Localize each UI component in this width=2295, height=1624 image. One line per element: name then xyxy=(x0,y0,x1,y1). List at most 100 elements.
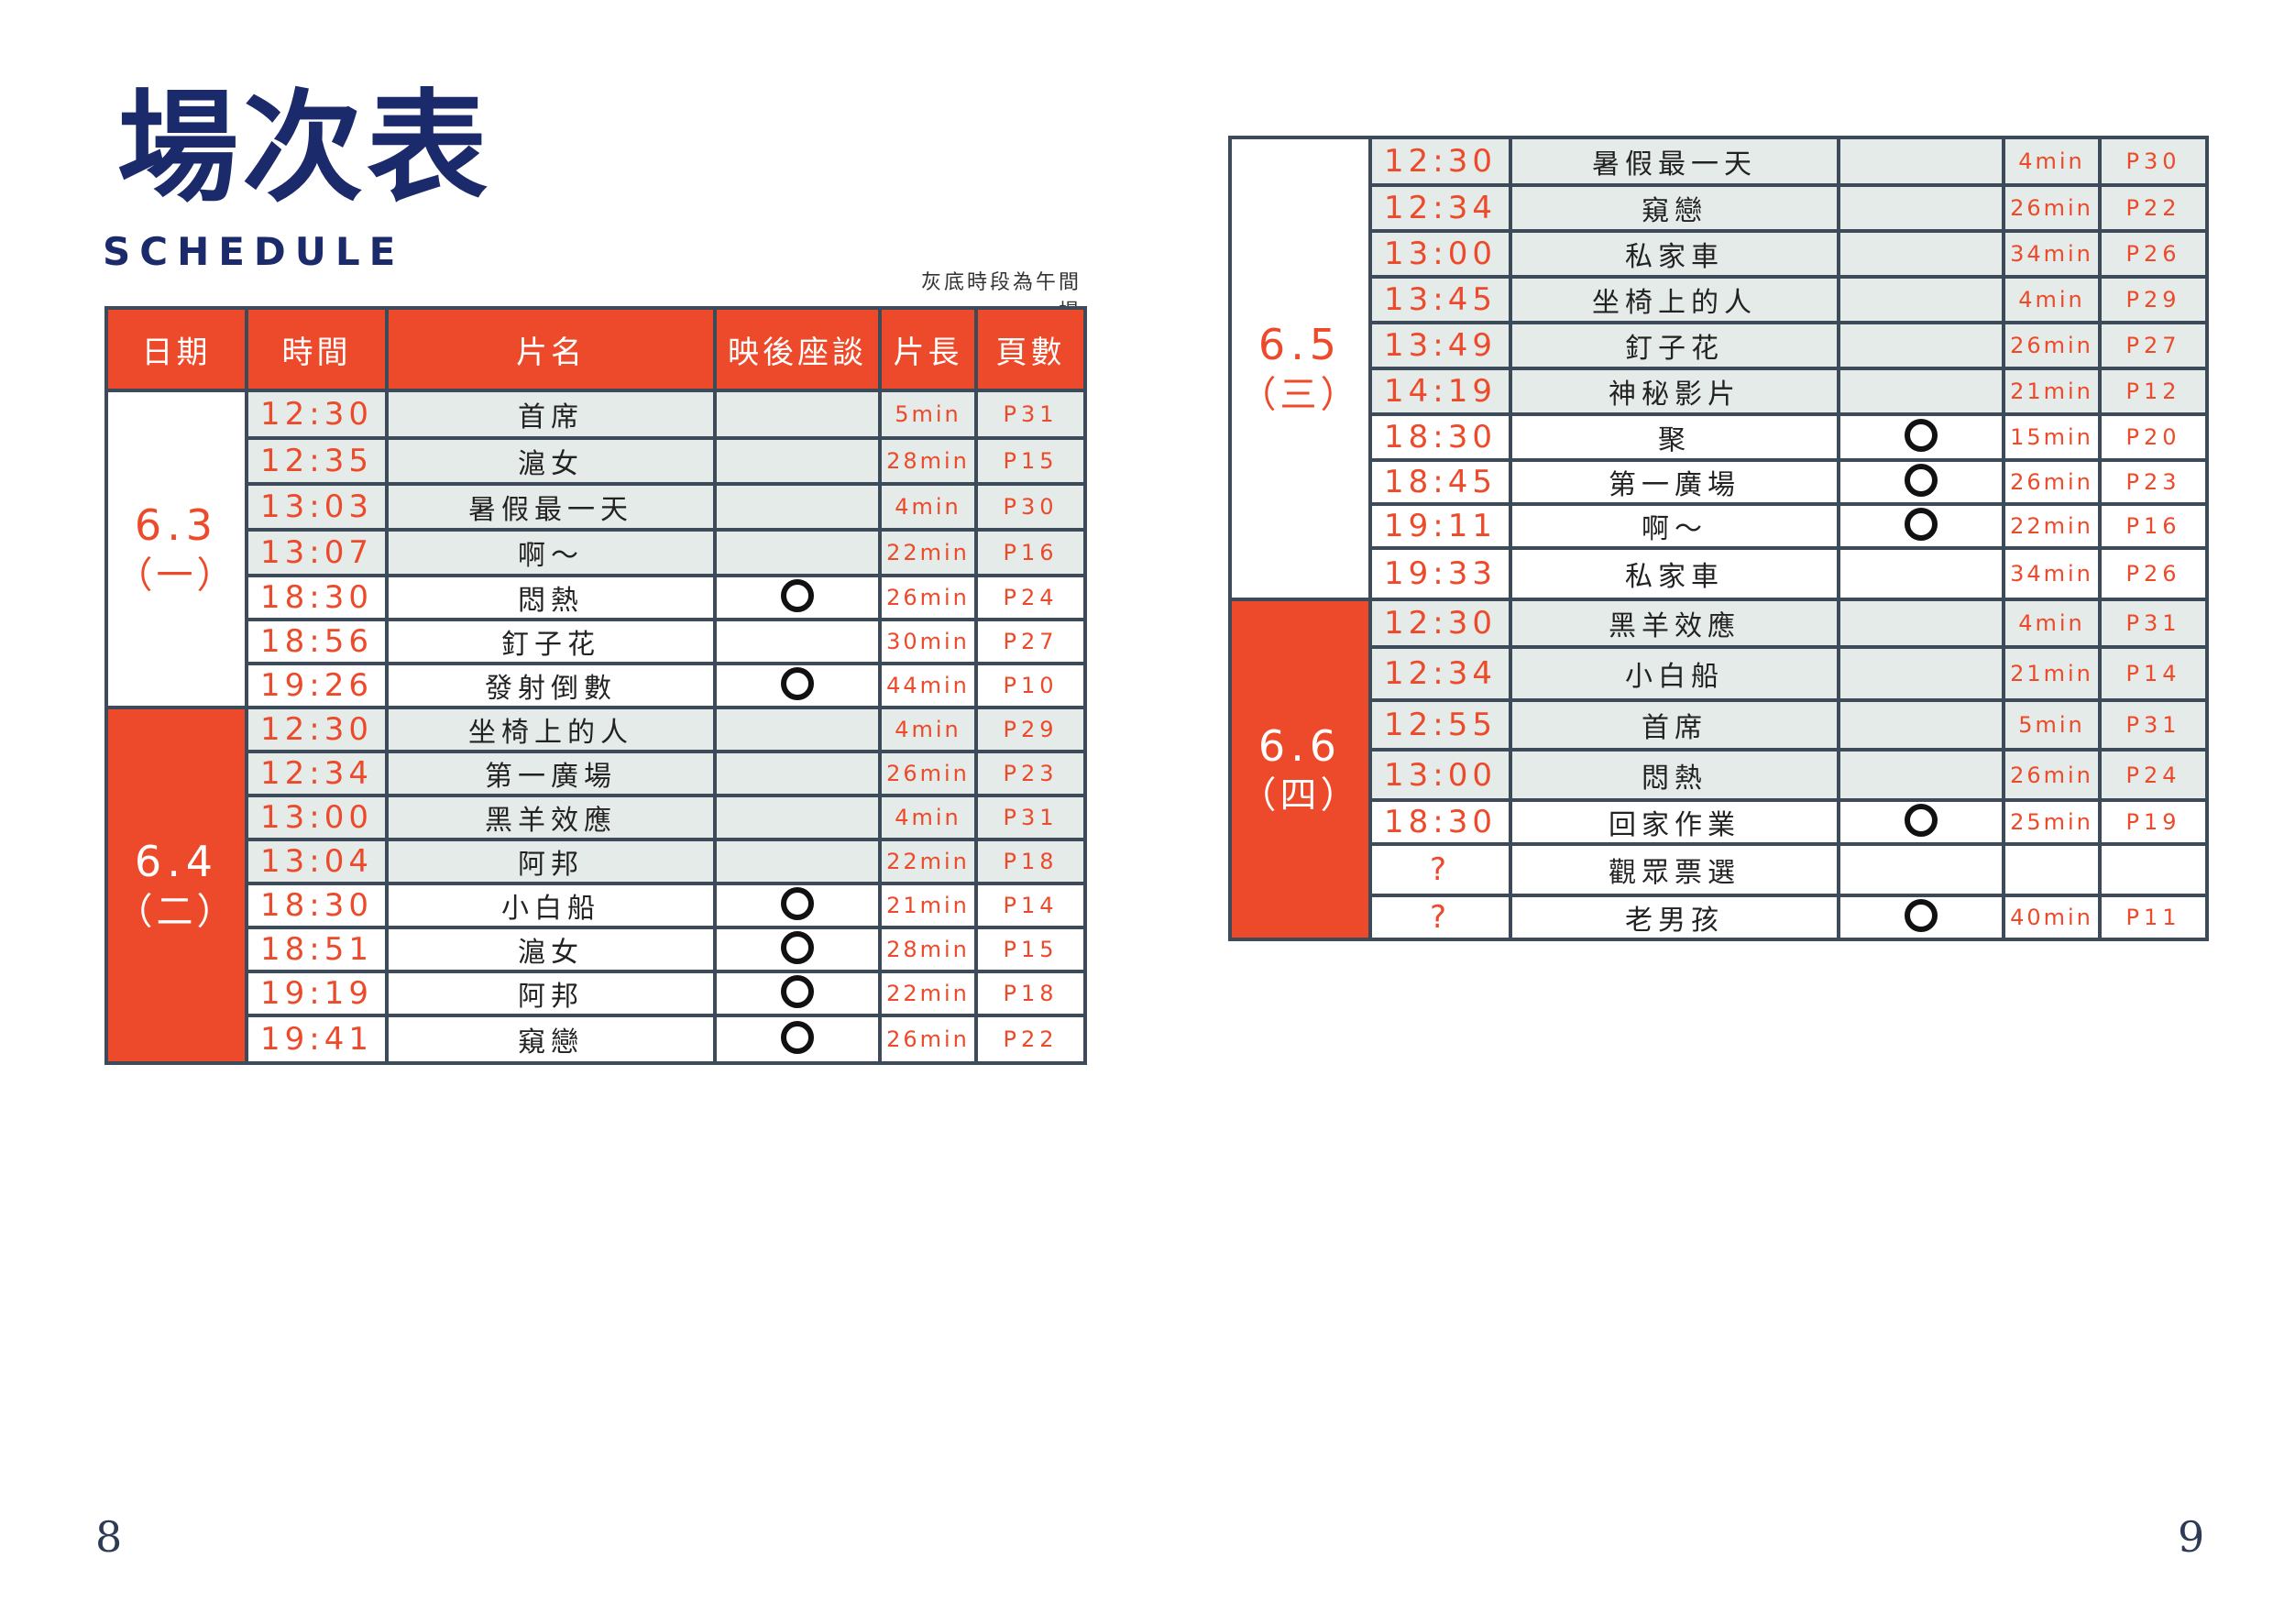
post-screening-talk xyxy=(1837,546,2005,601)
showtime: 18:30 xyxy=(1368,412,1512,462)
post-screening-talk xyxy=(1837,748,2005,802)
header-row: 日期 時間 片名 映後座談 片長 頁數 xyxy=(104,306,1087,392)
post-screening-talk xyxy=(1837,894,2005,941)
film-title: 私家車 xyxy=(1509,229,1840,279)
post-screening-talk xyxy=(713,882,882,929)
page-ref: P11 xyxy=(2098,894,2209,941)
post-screening-talk xyxy=(713,482,882,532)
showtime: ? xyxy=(1368,842,1512,897)
showtime: 19:19 xyxy=(245,970,389,1017)
page-ref: P16 xyxy=(2098,502,2209,550)
showtime: 18:30 xyxy=(245,574,389,621)
film-length: 25min xyxy=(2002,798,2102,846)
weekday-label: （四） xyxy=(1239,774,1361,817)
page-ref: P14 xyxy=(974,882,1087,929)
post-screening-talk xyxy=(1837,842,2005,897)
talk-circle-icon xyxy=(781,667,814,700)
film-title: 坐椅上的人 xyxy=(385,706,717,753)
film-title: 私家車 xyxy=(1509,546,1840,601)
page-number-left: 8 xyxy=(95,1512,123,1562)
post-screening-talk xyxy=(1837,412,2005,462)
showtime: 12:55 xyxy=(1368,698,1512,752)
film-length: 4min xyxy=(878,794,978,841)
post-screening-talk xyxy=(1837,798,2005,846)
page-ref: P15 xyxy=(974,926,1087,973)
page-ref: P18 xyxy=(974,838,1087,885)
post-screening-talk xyxy=(1837,458,2005,506)
talk-circle-icon xyxy=(781,975,814,1008)
film-length xyxy=(2002,842,2102,897)
col-header-time: 時間 xyxy=(245,306,389,392)
showtime: 14:19 xyxy=(1368,367,1512,416)
film-title: 暑假最一天 xyxy=(385,482,717,532)
film-title: 老男孩 xyxy=(1509,894,1840,941)
film-length: 22min xyxy=(878,838,978,885)
film-length: 26min xyxy=(2002,748,2102,802)
page-ref: P20 xyxy=(2098,412,2209,462)
film-length: 22min xyxy=(878,970,978,1017)
showtime: 13:03 xyxy=(245,482,389,532)
film-title: 聚 xyxy=(1509,412,1840,462)
showtime: 12:30 xyxy=(245,706,389,753)
page-ref: P18 xyxy=(974,970,1087,1017)
post-screening-talk xyxy=(713,706,882,753)
page-ref: P26 xyxy=(2098,229,2209,279)
film-title: 釘子花 xyxy=(385,618,717,665)
film-title: 啊～ xyxy=(385,528,717,577)
film-title: 阿邦 xyxy=(385,838,717,885)
date-label: 6.4 xyxy=(134,837,219,887)
showtime: 13:49 xyxy=(1368,321,1512,370)
post-screening-talk xyxy=(1837,321,2005,370)
post-screening-talk xyxy=(1837,698,2005,752)
film-title: 暑假最一天 xyxy=(1509,136,1840,187)
showtime: 19:11 xyxy=(1368,502,1512,550)
page-ref: P31 xyxy=(974,794,1087,841)
film-title: 窺戀 xyxy=(385,1014,717,1065)
col-header-length: 片長 xyxy=(878,306,978,392)
showtime: 13:04 xyxy=(245,838,389,885)
film-title: 悶熱 xyxy=(385,574,717,621)
film-title: 黑羊效應 xyxy=(385,794,717,841)
post-screening-talk xyxy=(1837,275,2005,324)
showtime: 12:34 xyxy=(1368,183,1512,233)
showtime: 18:51 xyxy=(245,926,389,973)
film-title: 悶熱 xyxy=(1509,748,1840,802)
page-ref: P12 xyxy=(2098,367,2209,416)
showtime: 19:41 xyxy=(245,1014,389,1065)
page-title-en: SCHEDULE xyxy=(103,229,405,274)
showtime: 18:30 xyxy=(245,882,389,929)
film-length: 22min xyxy=(2002,502,2102,550)
showtime: 13:07 xyxy=(245,528,389,577)
page-ref: P24 xyxy=(2098,748,2209,802)
page-ref: P16 xyxy=(974,528,1087,577)
film-title: 阿邦 xyxy=(385,970,717,1017)
post-screening-talk xyxy=(713,662,882,709)
post-screening-talk xyxy=(713,926,882,973)
page-ref: P31 xyxy=(2098,598,2209,649)
talk-circle-icon xyxy=(1905,508,1938,541)
talk-circle-icon xyxy=(781,931,814,964)
post-screening-talk xyxy=(1837,645,2005,702)
film-length: 26min xyxy=(878,574,978,621)
film-length: 4min xyxy=(2002,598,2102,649)
post-screening-talk xyxy=(1837,229,2005,279)
post-screening-talk xyxy=(713,389,882,440)
showtime: 18:56 xyxy=(245,618,389,665)
page-ref: P30 xyxy=(2098,136,2209,187)
date-cell: 6.3（一） xyxy=(104,389,248,709)
page-ref: P23 xyxy=(974,750,1087,797)
talk-circle-icon xyxy=(1905,804,1938,837)
